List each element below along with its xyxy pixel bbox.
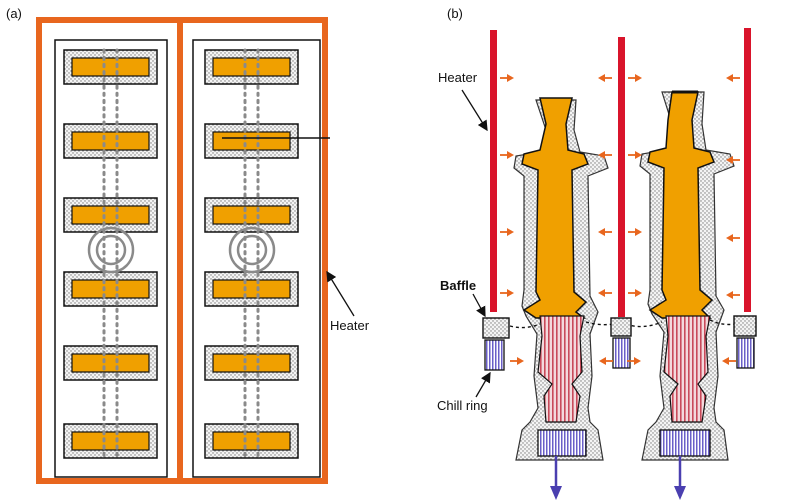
mould-stack-right bbox=[204, 49, 299, 459]
panel-a-mould-cluster-left bbox=[54, 39, 168, 478]
chill-ring-label: Chill ring bbox=[437, 398, 488, 413]
panel-a-heater-leader bbox=[326, 270, 355, 317]
mould-left bbox=[513, 97, 609, 500]
sprue-dots-right bbox=[243, 48, 260, 462]
panel-a-tag: (a) bbox=[6, 6, 22, 21]
withdrawal-arrow-right bbox=[674, 456, 686, 500]
withdrawal-arrow-left bbox=[550, 456, 562, 500]
feeder-rings-right bbox=[228, 226, 276, 274]
chill-ring-leader bbox=[475, 371, 491, 398]
mould-stack-left bbox=[63, 49, 158, 459]
mould-right bbox=[639, 90, 735, 500]
baffle-leader bbox=[472, 293, 486, 318]
chill-plate-left bbox=[537, 429, 587, 457]
grain-zone-left bbox=[537, 315, 585, 423]
grain-zone-right bbox=[663, 315, 711, 423]
heater-rods bbox=[490, 28, 751, 317]
baffle-dashed-line bbox=[509, 319, 737, 329]
panel-b-heater-label: Heater bbox=[438, 70, 478, 85]
sprue-dots-left bbox=[102, 48, 119, 462]
heat-flow-arrows bbox=[500, 74, 740, 365]
baffle-label: Baffle bbox=[440, 278, 476, 293]
panel-a-heater-label: Heater bbox=[330, 318, 370, 333]
feeder-rings-left bbox=[87, 226, 135, 274]
panel-a-heater-frame bbox=[36, 17, 328, 484]
panel-b-tag: (b) bbox=[447, 6, 463, 21]
panel-b-heater-leader bbox=[461, 89, 488, 132]
chill-rings bbox=[484, 337, 755, 371]
chill-plate-right bbox=[659, 429, 711, 457]
panel-a-mould-cluster-right bbox=[192, 39, 330, 478]
baffles bbox=[482, 315, 757, 339]
